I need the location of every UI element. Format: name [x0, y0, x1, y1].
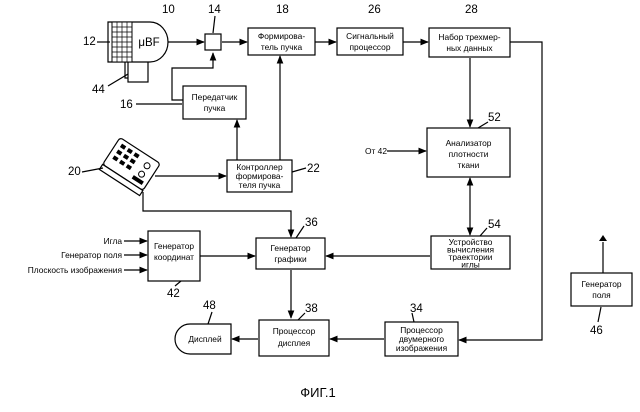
- image-plane-input-label: Плоскость изображения: [28, 265, 122, 275]
- user-control-panel-icon: [99, 138, 160, 196]
- ref-12: 12: [83, 36, 96, 48]
- ref-18: 18: [276, 4, 289, 16]
- transmitter-block: Передатчикпучка: [183, 86, 246, 119]
- signal-processor-block: Сигнальныйпроцессор: [337, 28, 403, 55]
- ref-46: 46: [590, 325, 603, 337]
- transducer-array-icon: [112, 22, 132, 62]
- summing-node: [205, 34, 221, 50]
- probe-handle: [128, 60, 148, 82]
- svg-text:Сигнальныйпроцессор: Сигнальныйпроцессор: [346, 31, 394, 52]
- panel-to-graphics-line: [143, 192, 291, 237]
- probe-label: μBF: [138, 37, 159, 49]
- antenna-tip-icon: [599, 235, 607, 241]
- ref-54: 54: [488, 219, 501, 231]
- volume-to-2d-line: [459, 42, 542, 340]
- ref-22: 22: [307, 163, 320, 175]
- ref-42: 42: [167, 288, 180, 300]
- svg-text:Набор трехмер-ных данных: Набор трехмер-ных данных: [438, 32, 500, 53]
- coordinate-generator-block: Генераторкоординат: [148, 231, 200, 281]
- ref-44: 44: [92, 84, 105, 96]
- ref-38: 38: [305, 303, 318, 315]
- beamformer-controller-block: Контроллерформирова-теля пучка: [227, 160, 292, 192]
- field-generator-block: Генераторполя: [571, 273, 632, 306]
- svg-text:Формирова-тель пучка: Формирова-тель пучка: [258, 31, 305, 52]
- display-processor-block: Процессордисплея: [259, 320, 329, 356]
- from-42-label: От 42: [365, 146, 387, 156]
- ref-52: 52: [488, 112, 501, 124]
- ultrasound-probe-icon: μBF: [108, 22, 168, 82]
- ref-10: 10: [162, 4, 175, 16]
- svg-text:Контроллерформирова-теля пучка: Контроллерформирова-теля пучка: [236, 162, 284, 190]
- beamformer-block: Формирова-тель пучка: [248, 28, 315, 55]
- field-generator-input-label: Генератор поля: [61, 250, 122, 260]
- volume-data-block: Набор трехмер-ных данных: [429, 28, 510, 57]
- svg-text:Генераторкоординат: Генераторкоординат: [154, 241, 194, 262]
- graphics-generator-block: Генераторграфики: [256, 238, 325, 269]
- ref-20: 20: [68, 166, 81, 178]
- svg-text:Генераторграфики: Генераторграфики: [270, 243, 310, 264]
- trajectory-computer-block: Устройствовычислениятраекториииглы: [431, 236, 510, 270]
- needle-input-label: Игла: [104, 236, 123, 246]
- svg-text:Процессордвумерногоизображения: Процессордвумерногоизображения: [396, 325, 447, 353]
- display-block: Дисплей: [175, 324, 231, 354]
- ref-14: 14: [208, 4, 221, 16]
- ref-28: 28: [465, 4, 478, 16]
- ref-26: 26: [368, 4, 381, 16]
- ref-36: 36: [305, 217, 318, 229]
- ref-16: 16: [120, 99, 133, 111]
- tissue-density-analyzer-block: Анализаторплотноститкани: [427, 128, 510, 177]
- 2d-image-processor-block: Процессордвумерногоизображения: [385, 322, 458, 356]
- figure-caption: ФИГ.1: [300, 385, 336, 400]
- svg-text:Дисплей: Дисплей: [188, 334, 222, 344]
- ref-48: 48: [203, 300, 216, 312]
